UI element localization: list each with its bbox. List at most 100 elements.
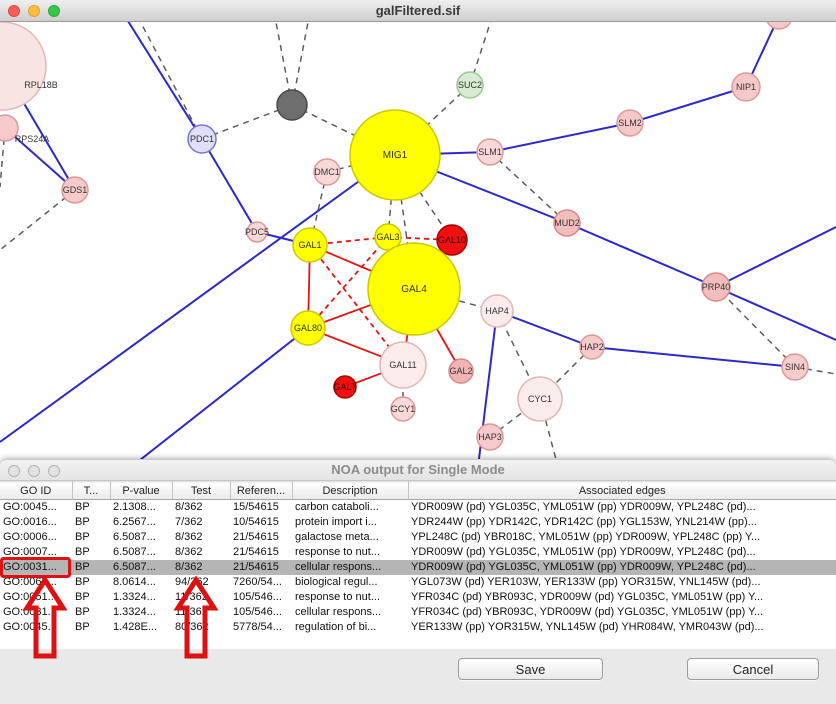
- node-HAP2[interactable]: HAP2: [579, 334, 605, 360]
- table-cell[interactable]: YFR034C (pd) YBR093C, YDR009W (pd) YGL03…: [411, 606, 764, 618]
- node-unnamed-node-2[interactable]: [766, 22, 792, 30]
- table-cell[interactable]: GO:0065...: [3, 576, 57, 588]
- table-cell[interactable]: 105/546...: [233, 606, 282, 618]
- edge-rd[interactable]: [309, 244, 404, 366]
- column-header-3[interactable]: Test: [172, 481, 231, 500]
- table-cell[interactable]: cellular respons...: [292, 560, 408, 575]
- table-cell[interactable]: YFR034C (pd) YBR093C, YDR009W (pd) YGL03…: [411, 591, 764, 603]
- node-NIP1[interactable]: NIP1: [731, 72, 761, 102]
- table-cell[interactable]: BP: [75, 516, 90, 528]
- save-button[interactable]: Save: [458, 658, 603, 680]
- column-header-4[interactable]: Referen...: [230, 481, 293, 500]
- node-PRP40[interactable]: PRP40: [701, 272, 731, 302]
- table-cell[interactable]: 2.1308...: [113, 501, 156, 513]
- table-cell[interactable]: YPL248C (pd) YBR018C, YML051W (pp) YDR00…: [411, 531, 761, 543]
- table-cell[interactable]: YDR009W (pd) YGL035C, YML051W (pp) YDR00…: [408, 560, 836, 575]
- edge-rd[interactable]: [307, 236, 389, 329]
- edge-pp[interactable]: [715, 226, 836, 288]
- table-cell[interactable]: 8/362: [175, 531, 203, 543]
- table-cell[interactable]: BP: [75, 501, 90, 513]
- table-cell[interactable]: carbon cataboli...: [295, 501, 379, 513]
- edge-pd[interactable]: [130, 22, 203, 140]
- edge-pp[interactable]: [0, 154, 396, 443]
- table-cell[interactable]: 6.2567...: [113, 516, 156, 528]
- column-header-2[interactable]: P-value: [110, 481, 173, 500]
- edge-pp[interactable]: [496, 310, 593, 348]
- close-button[interactable]: [8, 465, 20, 477]
- edge-pd[interactable]: [489, 151, 568, 224]
- table-cell[interactable]: biological regul...: [295, 576, 378, 588]
- edge-pp[interactable]: [591, 346, 796, 368]
- node-GDS1[interactable]: GDS1: [61, 176, 89, 204]
- table-cell[interactable]: BP: [72, 560, 110, 575]
- node-GAL80[interactable]: GAL80: [290, 310, 326, 346]
- node-GAL7[interactable]: GAL7: [333, 375, 357, 399]
- table-cell[interactable]: 11/362: [175, 606, 208, 618]
- node-GAL10[interactable]: GAL10: [436, 224, 468, 256]
- table-cell[interactable]: BP: [75, 576, 90, 588]
- node-DMC1[interactable]: DMC1: [313, 158, 341, 186]
- table-cell[interactable]: GO:0031...: [0, 560, 72, 575]
- table-cell[interactable]: BP: [75, 621, 90, 633]
- edge-pp[interactable]: [116, 22, 203, 140]
- table-cell[interactable]: 11/362: [175, 591, 208, 603]
- table-cell[interactable]: 6.5087...: [113, 531, 156, 543]
- table-cell[interactable]: YDR009W (pd) YGL035C, YML051W (pp) YDR00…: [411, 546, 756, 558]
- table-cell[interactable]: 8/362: [175, 546, 203, 558]
- table-cell[interactable]: YGL073W (pd) YER103W, YER133W (pp) YOR31…: [411, 576, 761, 588]
- table-cell[interactable]: GO:0045...: [3, 501, 57, 513]
- node-GAL1[interactable]: GAL1: [292, 227, 328, 263]
- node-SLM2[interactable]: SLM2: [616, 109, 644, 137]
- node-MIG1[interactable]: MIG1: [349, 109, 441, 201]
- table-cell[interactable]: 1.428E...: [113, 621, 158, 633]
- table-cell[interactable]: BP: [75, 591, 90, 603]
- table-cell[interactable]: response to nut...: [295, 591, 380, 603]
- table-cell[interactable]: cellular respons...: [295, 606, 382, 618]
- table-cell[interactable]: 21/54615: [233, 546, 279, 558]
- edge-pd[interactable]: [0, 189, 76, 251]
- minimize-button[interactable]: [28, 5, 40, 17]
- node-SLM1[interactable]: SLM1: [476, 138, 504, 166]
- node-HAP4[interactable]: HAP4: [480, 294, 514, 328]
- node-CYC1[interactable]: CYC1: [517, 376, 563, 422]
- table-cell[interactable]: BP: [75, 546, 90, 558]
- zoom-button[interactable]: [48, 465, 60, 477]
- table-cell[interactable]: 1.3324...: [113, 606, 156, 618]
- table-cell[interactable]: galactose meta...: [295, 531, 379, 543]
- table-cell[interactable]: GO:0045...: [3, 621, 57, 633]
- edge-pd[interactable]: [715, 286, 796, 368]
- table-cell[interactable]: 21/54615: [233, 531, 279, 543]
- zoom-button[interactable]: [48, 5, 60, 17]
- edge-pd[interactable]: [0, 127, 6, 188]
- table-cell[interactable]: 10/54615: [233, 516, 279, 528]
- edge-pp[interactable]: [566, 222, 717, 288]
- column-header-5[interactable]: Description: [292, 481, 409, 500]
- edge-pd[interactable]: [291, 104, 396, 156]
- table-cell[interactable]: 8.0614...: [113, 576, 156, 588]
- table-cell[interactable]: protein import i...: [295, 516, 377, 528]
- table-cell[interactable]: 105/546...: [233, 591, 282, 603]
- column-header-6[interactable]: Associated edges: [408, 481, 836, 500]
- table-cell[interactable]: 80/362: [175, 621, 209, 633]
- table-cell[interactable]: YER133W (pp) YOR315W, YNL145W (pd) YHR08…: [411, 621, 764, 633]
- minimize-button[interactable]: [28, 465, 40, 477]
- table-cell[interactable]: regulation of bi...: [295, 621, 377, 633]
- edge-pp[interactable]: [139, 327, 309, 459]
- table-cell[interactable]: YDR244W (pp) YDR142C, YDR142C (pp) YGL15…: [411, 516, 757, 528]
- table-cell[interactable]: GO:0007...: [3, 546, 57, 558]
- node-GAL11[interactable]: GAL11: [379, 341, 427, 389]
- edge-pp[interactable]: [201, 138, 258, 233]
- table-cell[interactable]: BP: [75, 531, 90, 543]
- table-cell[interactable]: GO:0031...: [3, 606, 57, 618]
- node-PDC5[interactable]: PDC5: [245, 221, 269, 243]
- table-cell[interactable]: 7260/54...: [233, 576, 282, 588]
- node-RPS24A[interactable]: RPS24A: [0, 114, 49, 144]
- edge-pp[interactable]: [715, 286, 836, 341]
- table-cell[interactable]: 1.3324...: [113, 591, 156, 603]
